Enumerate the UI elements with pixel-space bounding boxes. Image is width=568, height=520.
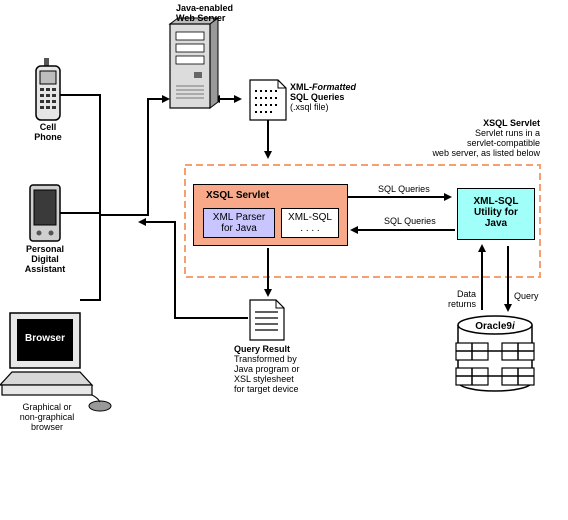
xml-sql-inner-box xyxy=(281,208,339,238)
servlet-note: XSQL Servlet Servlet runs in a servlet-c… xyxy=(432,118,540,158)
xsql-servlet-title: XSQL Servlet xyxy=(206,190,270,201)
pda-icon xyxy=(29,184,61,242)
xml-sql-utility-box xyxy=(457,188,535,240)
xml-sql-utility-label: XML-SQL Utility for Java xyxy=(473,196,519,229)
oracle-database-icon xyxy=(455,315,535,392)
xsql-file-icon xyxy=(249,79,287,121)
oracle-label: Oracle9i xyxy=(475,321,515,332)
pda-label: Personal Digital Assistant xyxy=(24,244,66,274)
xml-sql-inner-label: XML-SQL . . . . xyxy=(288,212,332,234)
data-returns-label: Data returns xyxy=(447,289,476,309)
arrow-query-result-to-devices xyxy=(138,218,248,319)
device-connector-lines xyxy=(58,94,130,301)
web-server-icon xyxy=(168,17,220,109)
cell-phone-label: Cell Phone xyxy=(34,122,62,142)
computer-icon xyxy=(0,312,112,412)
xml-parser-label: XML Parser for Java xyxy=(212,212,266,234)
browser-label: Graphical or non-graphical browser xyxy=(19,402,75,432)
servlet-container-dashed xyxy=(184,164,541,278)
query-result-document-icon xyxy=(249,299,285,341)
xsql-file-label: XML-Formatted SQL Queries (.xsql file) xyxy=(290,82,356,112)
sql-queries-top-label: SQL Queries xyxy=(378,184,430,194)
query-result-label: Query Result Transformed by Java program… xyxy=(234,344,300,394)
query-label: Query xyxy=(514,291,539,301)
browser-screen-label: Browser xyxy=(24,333,65,344)
xml-parser-box xyxy=(203,208,275,238)
sql-queries-bottom-label: SQL Queries xyxy=(384,216,436,226)
cell-phone-icon xyxy=(35,58,61,121)
arrow-to-web-server xyxy=(130,95,170,216)
web-server-label: Java-enabled Web Server xyxy=(176,3,234,23)
